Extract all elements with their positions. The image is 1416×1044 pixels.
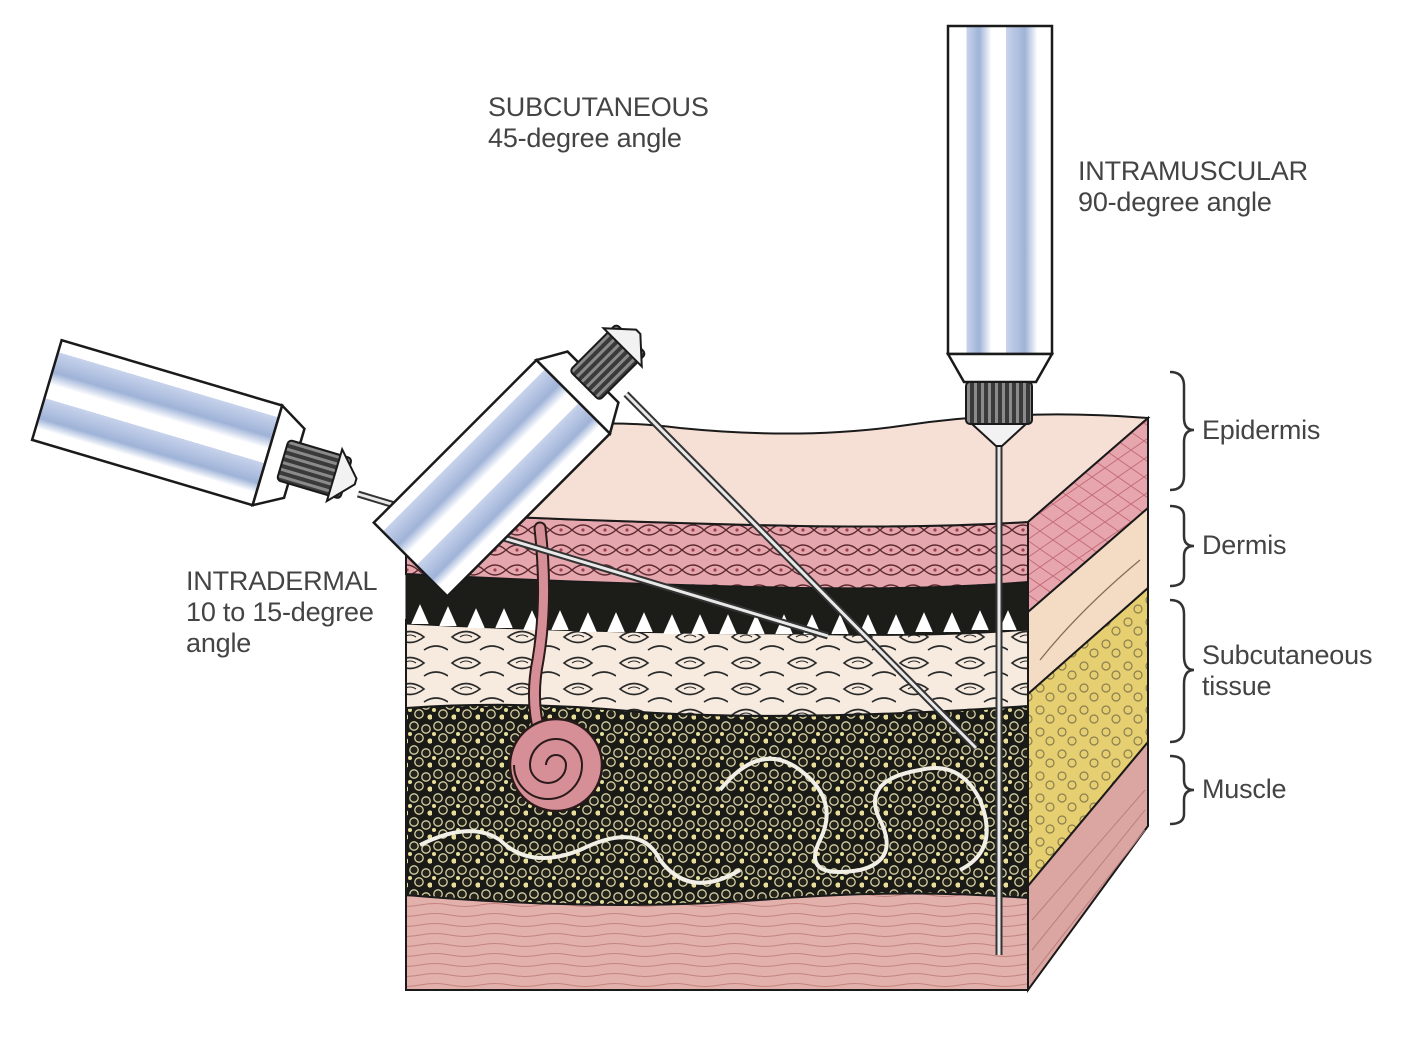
subcutaneous-fat-layer [405, 703, 1029, 906]
intramuscular-title: INTRAMUSCULAR [1078, 156, 1308, 186]
subcutaneous-tissue-line1: Subcutaneous [1202, 640, 1373, 670]
dermis-label: Dermis [1202, 530, 1287, 560]
side-muscle-lines [1031, 789, 1146, 976]
intradermal-angle-line2: angle [186, 628, 252, 658]
intradermal-label: INTRADERMAL 10 to 15-degree angle [186, 566, 378, 659]
subcutaneous-tissue-line2: tissue [1202, 671, 1272, 701]
subcutaneous-title: SUBCUTANEOUS [488, 92, 709, 122]
side-muscle [1027, 739, 1149, 994]
intramuscular-label: INTRAMUSCULAR 90-degree angle [1078, 156, 1308, 218]
intramuscular-angle: 90-degree angle [1078, 187, 1272, 217]
brace-epidermis [1169, 370, 1195, 492]
subcutaneous-angle: 45-degree angle [488, 123, 682, 153]
sweat-gland [508, 521, 604, 813]
epidermis-label: Epidermis [1202, 415, 1321, 445]
layer-braces [1169, 370, 1195, 826]
intradermal-title: INTRADERMAL [186, 566, 378, 596]
muscle-label: Muscle [1202, 774, 1287, 804]
brace-dermis [1169, 504, 1195, 588]
fat-vessel [419, 756, 989, 885]
intradermal-angle-line1: 10 to 15-degree [186, 597, 374, 627]
brace-subcutaneous [1169, 598, 1195, 744]
intradermal-syringe [30, 338, 358, 507]
subcutaneous-syringe [372, 324, 646, 598]
subcutaneous-label: SUBCUTANEOUS 45-degree angle [488, 92, 709, 154]
intramuscular-syringe [945, 24, 1055, 447]
brace-muscle [1169, 754, 1195, 826]
subcutaneous-tissue-label: Subcutaneous tissue [1202, 640, 1372, 702]
